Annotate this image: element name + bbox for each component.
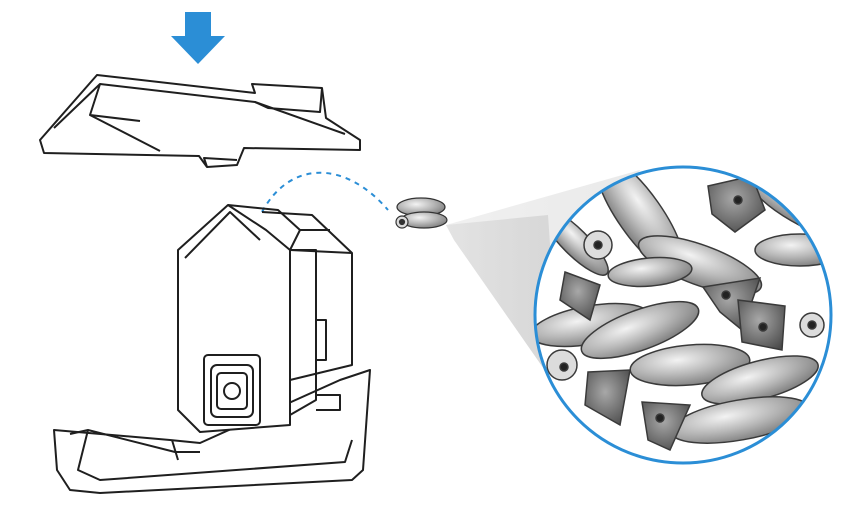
seeds-icon — [395, 197, 448, 229]
feeder-roof — [39, 74, 361, 168]
zoom-ring — [533, 165, 833, 465]
dashed-path — [261, 171, 389, 213]
down-arrow-icon — [171, 12, 225, 64]
feeder-base — [53, 204, 371, 494]
